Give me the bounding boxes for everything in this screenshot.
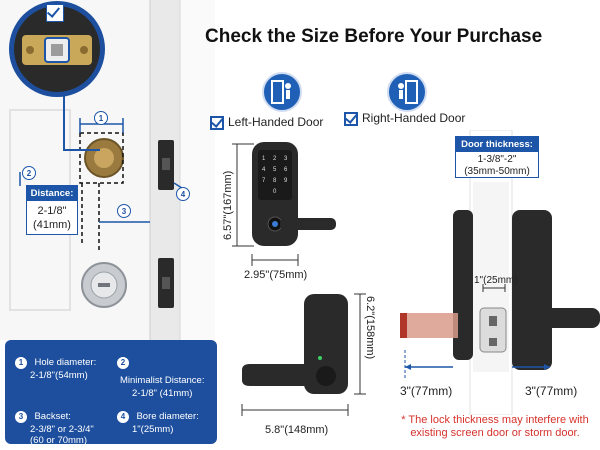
distance-mm: (41mm) [33, 219, 71, 231]
spec-label-2: Minimalist Distance: [120, 375, 205, 386]
spec-value-4: 1"(25mm) [132, 424, 174, 435]
svg-text:3: 3 [284, 156, 288, 162]
door-thickness-head: Door thickness: [456, 137, 538, 152]
spec-item-3: 3 Backset: 2-3/8" or 2-3/4" (60 or 70mm) [15, 406, 94, 446]
door-illustration [0, 0, 215, 340]
svg-text:1: 1 [262, 156, 266, 162]
door-person-right-icon [387, 72, 427, 112]
distance-inches: 2-1/8" [37, 205, 67, 217]
spec-num-3: 3 [15, 410, 27, 423]
svg-text:4: 4 [262, 167, 266, 173]
spec-num-1: 1 [15, 356, 27, 369]
svg-text:6: 6 [284, 167, 288, 173]
spec-panel: 1 Hole diameter: 2-1/8"(54mm) 2 Minimali… [5, 340, 217, 446]
distance-value: 2-1/8" (41mm) [27, 201, 77, 232]
spec-value-2: 2-1/8" (41mm) [132, 388, 193, 399]
spec-item-2: 2 Minimalist Distance: 2-1/8" (41mm) [117, 352, 217, 399]
right-handed-option: Right-Handed Door [344, 111, 465, 126]
svg-text:2: 2 [273, 156, 277, 162]
door-person-left-icon [262, 72, 302, 112]
right-handed-label: Right-Handed Door [362, 111, 466, 125]
spec-num-4: 4 [117, 410, 129, 423]
page-title: Check the Size Before Your Purchase [205, 26, 543, 47]
left-depth-label: 3"(77mm) [400, 384, 453, 398]
svg-text:8: 8 [273, 178, 277, 184]
front-width-label: 2.95"(75mm) [244, 269, 308, 281]
side-width-label: 5.8"(148mm) [265, 424, 329, 436]
svg-text:0: 0 [273, 189, 277, 195]
svg-text:9: 9 [284, 178, 288, 184]
right-check-icon [344, 111, 358, 126]
left-handed-option: Left-Handed Door [210, 115, 323, 130]
door-thickness-callout: Door thickness: 1-3/8"-2" (35mm-50mm) [455, 136, 539, 178]
marker-3: 3 [117, 204, 131, 218]
zoom-check-icon [46, 4, 64, 22]
left-handed-label: Left-Handed Door [228, 115, 324, 129]
spec-label-4: Bore diameter: [136, 411, 199, 422]
door-thickness-mm: (35mm-50mm) [464, 166, 530, 177]
marker-4: 4 [176, 187, 190, 201]
spec-label-3: Backset: [34, 411, 71, 422]
marker-1: 1 [94, 111, 108, 125]
spec-item-1: 1 Hole diameter: 2-1/8"(54mm) [15, 352, 96, 381]
spec-label-1: Hole diameter: [34, 357, 97, 368]
door-thickness-range: 1-3/8"-2" [477, 154, 517, 165]
distance-head: Distance: [27, 186, 77, 201]
bore-label: 1"(25mm) [474, 275, 518, 286]
lock-side-view [232, 292, 372, 432]
warning-note: * The lock thickness may interfere with … [401, 414, 589, 439]
spec-item-4: 4 Bore diameter: 1"(25mm) [117, 406, 199, 435]
svg-text:5: 5 [273, 167, 277, 173]
marker-2: 2 [22, 166, 36, 180]
right-depth-label: 3"(77mm) [525, 384, 578, 398]
spec-value-1: 2-1/8"(54mm) [30, 370, 88, 381]
lock-front-view: 1 2 3 4 5 6 7 8 9 0 [232, 136, 342, 276]
spec-value-3: 2-3/8" or 2-3/4" [30, 424, 94, 435]
spec-value-3b: (60 or 70mm) [30, 435, 88, 446]
left-check-icon [210, 115, 224, 130]
distance-callout: Distance: 2-1/8" (41mm) [26, 185, 78, 235]
svg-text:7: 7 [262, 178, 266, 184]
side-height-label: 6.2"(158mm) [364, 296, 376, 360]
spec-num-2: 2 [117, 356, 129, 369]
front-height-label: 6.57"(167mm) [222, 170, 234, 240]
